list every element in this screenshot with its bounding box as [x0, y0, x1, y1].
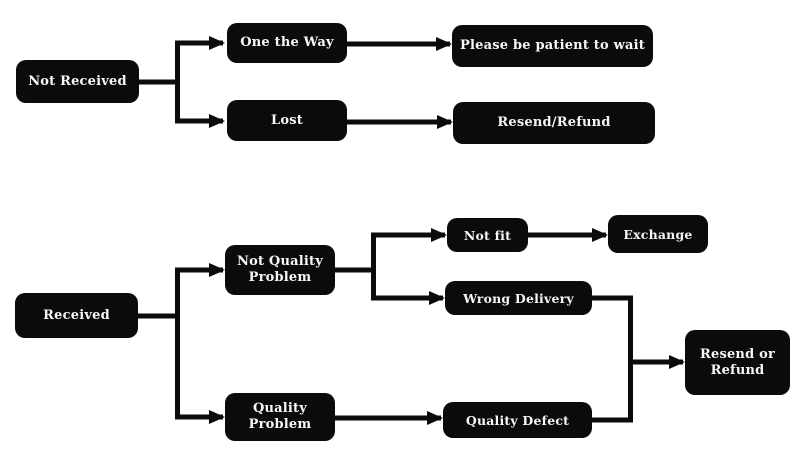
- node-label: Exchange: [623, 226, 693, 242]
- node-one-the-way: One the Way: [227, 23, 347, 63]
- node-label: Quality Defect: [465, 412, 570, 428]
- node-label: One the Way: [240, 35, 334, 51]
- node-quality-problem: Quality Problem: [225, 393, 335, 441]
- node-exchange: Exchange: [608, 215, 708, 253]
- node-not-fit: Not fit: [447, 218, 528, 252]
- node-label: Lost: [271, 112, 303, 128]
- node-label: Resend or Refund: [699, 346, 776, 378]
- node-quality-defect: Quality Defect: [443, 402, 592, 438]
- node-resend-or-refund: Resend or Refund: [685, 330, 790, 395]
- node-not-quality-problem: Not Quality Problem: [225, 245, 335, 295]
- node-please-be-patient: Please be patient to wait: [452, 25, 653, 67]
- node-not-received: Not Received: [16, 60, 139, 103]
- node-label: Not fit: [463, 227, 512, 243]
- node-label: Wrong Delivery: [463, 290, 574, 306]
- node-label: Resend/Refund: [497, 115, 611, 131]
- node-received: Received: [15, 293, 138, 338]
- node-label: Not Received: [28, 73, 127, 89]
- node-lost: Lost: [227, 100, 347, 141]
- node-resend-refund: Resend/Refund: [453, 102, 655, 144]
- node-label: Received: [43, 307, 110, 323]
- node-label: Please be patient to wait: [460, 38, 645, 54]
- node-label: Quality Problem: [248, 401, 312, 432]
- node-wrong-delivery: Wrong Delivery: [445, 281, 592, 315]
- node-label: Not Quality Problem: [237, 254, 323, 285]
